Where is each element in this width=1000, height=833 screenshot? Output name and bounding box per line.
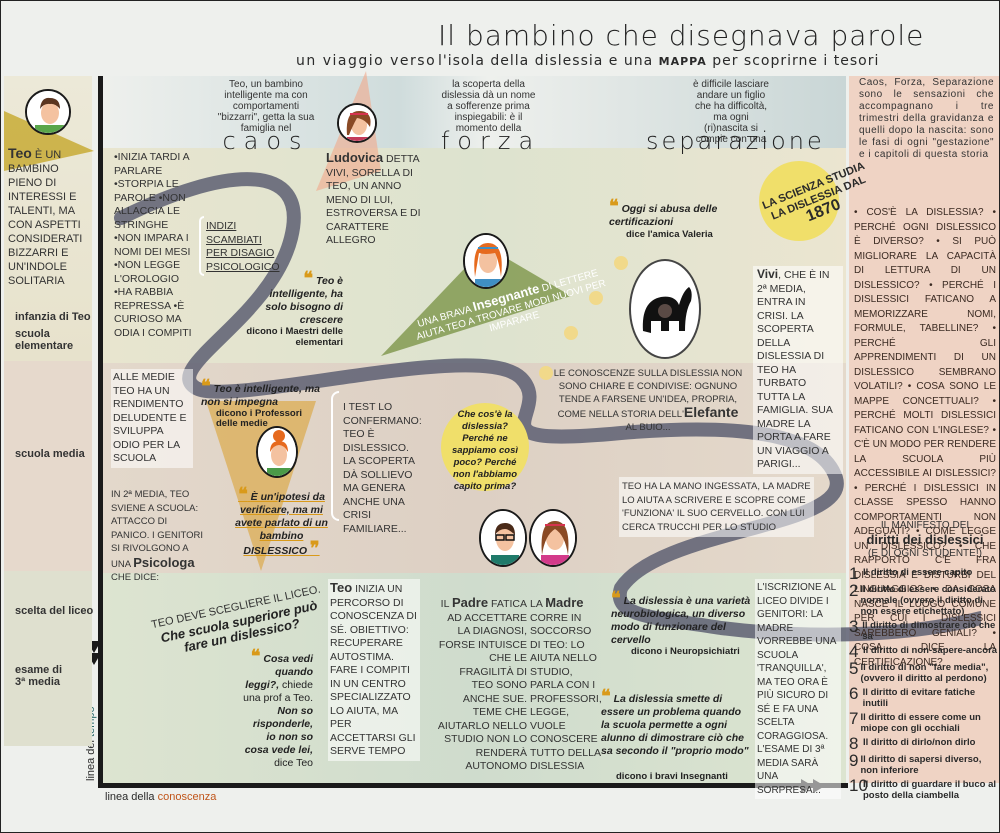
- stage-elementare: scuola elementare: [15, 328, 74, 352]
- teo-description: Teo è un bambino pieno di interessi e ta…: [8, 145, 83, 287]
- right-number: 2: [849, 581, 859, 600]
- phases-band: [101, 76, 846, 148]
- teacher-avatar: [463, 233, 509, 289]
- quote-neuro: ❝ La dislessia è una varietà neurobiolog…: [611, 588, 751, 646]
- percorso-text: Teo inizia un percorso di conoscenza di …: [328, 579, 420, 761]
- subtitle-left: un viaggio verso: [296, 53, 437, 69]
- panic-text: In 2ª media, Teo sviene a scuola: attacc…: [111, 489, 204, 583]
- teacher-highlight: [381, 246, 571, 356]
- quote-neuro-attr: dicono i Neuropsichiatri: [631, 646, 740, 657]
- right-item: 1 Il diritto di essere capito: [849, 564, 999, 583]
- right-number: 9: [849, 751, 859, 770]
- right-text: Il diritto di essere come un miope con g…: [860, 712, 981, 734]
- road-path: [114, 172, 981, 642]
- phase-separazione: separazione: [646, 127, 825, 155]
- symptoms-list: •Inizia tardi a parlare •Storpia le paro…: [114, 151, 192, 339]
- page-title: Il bambino che disegnava parole: [438, 19, 925, 52]
- right-number: 5: [849, 659, 859, 678]
- phases-note: Caos, Forza, Separazione sono le sensazi…: [859, 77, 994, 160]
- clues-text: Indizi scambiati per disagio psicologico: [206, 220, 280, 273]
- phase-caos: caos: [222, 127, 310, 155]
- manifesto-title: Il manifesto dei diritti dei dislessici …: [866, 520, 984, 559]
- quote-valeria-attr: dice l'amica Valeria: [626, 229, 713, 240]
- right-text: Il diritto di non-sapere-ancora: [863, 645, 998, 656]
- right-text: Il diritto di dirlo/non dirlo: [863, 737, 976, 748]
- right-text: Il diritto di essere considerato normale…: [860, 584, 996, 617]
- phase-separazione-intro: è difficile lasciare andare un figlio ch…: [693, 79, 769, 145]
- knowledge-axis: [98, 783, 848, 788]
- quote-valeria: ❝ Oggi si abusa delle certificazioni: [609, 196, 718, 228]
- brace-icon: [199, 216, 204, 276]
- question-bubble-text: Che cos'è la dislessia? Perché ne sappia…: [452, 409, 518, 492]
- right-column: [849, 76, 999, 783]
- madre-text: La Madre corre in soccorso di Teo: lo ai…: [530, 595, 602, 772]
- right-number: 4: [849, 642, 859, 661]
- stage-media: scuola media: [15, 448, 85, 460]
- right-number: 10: [849, 776, 868, 795]
- phase-forza: forza: [440, 127, 542, 155]
- quote-maestri: ❝ Teo è intelligente, ha solo bisogno di…: [265, 268, 343, 326]
- subtitle-right: l'isola della dislessia e una MAPPA per …: [438, 53, 880, 69]
- psychologist-avatar: [256, 426, 298, 478]
- row-liceo: [101, 573, 846, 783]
- right-text: Il diritto di essere capito: [863, 567, 973, 578]
- right-number: 6: [849, 684, 859, 703]
- father-avatar: [479, 509, 527, 567]
- teo-avatar: [25, 89, 71, 135]
- stage-liceo: scelta del liceo: [15, 605, 94, 617]
- vivi-text: Vivi, che è in 2ª media, entra in crisi.…: [753, 266, 843, 474]
- right-number: 8: [849, 734, 859, 753]
- time-axis: [98, 76, 103, 788]
- stage-esame: esame di 3ª media: [15, 664, 63, 688]
- question-bubble: [441, 403, 529, 491]
- quote-insegnanti-attr: dicono i bravi Insegnanti: [616, 771, 728, 782]
- quote-prof-attr: dicono i Professori delle medie: [216, 408, 303, 429]
- right-text: Il diritto di non "fare media", (ovvero …: [860, 662, 989, 684]
- iscrizione-text: L'iscrizione al liceo divide i genitori:…: [755, 579, 841, 799]
- medie-text: Alle medie Teo ha un rendimento deludent…: [111, 369, 193, 468]
- phase-caos-intro: Teo, un bambino intelligente ma con comp…: [217, 79, 315, 134]
- ludovica-description: Ludovica detta Vivi, sorella di Teo, un …: [326, 150, 421, 246]
- right-text: Il diritto di guardare il buco al posto …: [863, 779, 997, 801]
- right-number: 7: [849, 709, 859, 728]
- quote-maestri-attr: dicono i Maestri delle elementari: [246, 326, 343, 348]
- elephant-icon: [629, 259, 701, 359]
- elephant-story: Le conoscenze sulla dislessia non sono c…: [553, 368, 743, 433]
- quote-prof: ❝ Teo è intelligente, ma non si impegna: [201, 376, 320, 408]
- right-text: Il diritto di sapersi diverso, non infer…: [860, 754, 982, 776]
- sun-circle: [759, 161, 839, 241]
- ludovica-avatar: [337, 103, 377, 143]
- right-item: 8 Il diritto di dirlo/non dirlo: [849, 734, 999, 753]
- phase-forza-intro: la scoperta della dislessia dà un nome a…: [441, 79, 536, 134]
- right-number: 1: [849, 564, 859, 583]
- right-number: 3: [849, 617, 859, 636]
- right-text: Il diritto di evitare fatiche inutili: [862, 687, 976, 709]
- right-text: Il diritto di dimostrare ciò che sa: [862, 620, 996, 642]
- knowledge-axis-label: linea della conoscenza: [105, 791, 217, 803]
- brace-icon: [331, 391, 339, 521]
- quote-insegnanti: ❝ La dislessia smette di essere un probl…: [601, 686, 749, 757]
- padre-text: Il Padre fatica ad accettare la diagnosi…: [437, 595, 527, 772]
- faq-list: • Cos'è la dislessia? • Perché ogni disl…: [854, 207, 996, 668]
- quote-psychologist: ❝ È un'ipotesi da verificare, ma mi avet…: [235, 484, 328, 558]
- teo-highlight: [4, 111, 94, 171]
- stage-infanzia: infanzia di Teo: [15, 311, 91, 323]
- right-item: 4 Il diritto di non-sapere-ancora: [849, 642, 999, 661]
- quote-cosa: ❝ Cosa vedi quando leggi?, chiede una pr…: [243, 646, 313, 769]
- mother-avatar: [529, 509, 577, 567]
- test-text: I test lo confermano: Teo è dislessico. …: [343, 401, 422, 535]
